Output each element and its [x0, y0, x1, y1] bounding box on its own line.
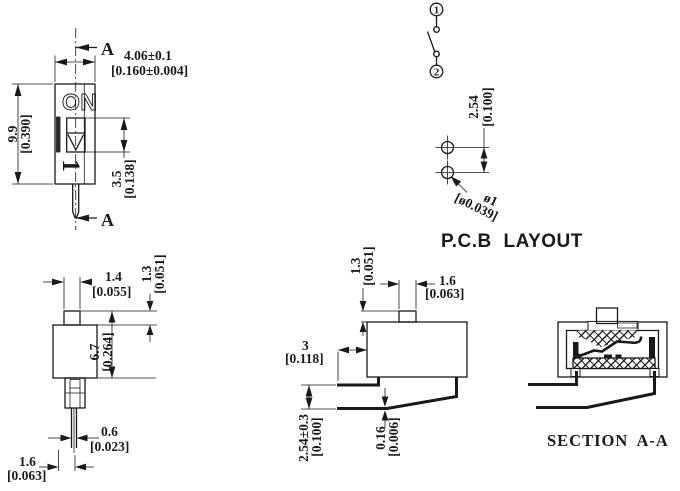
body-outline — [366, 321, 468, 378]
switch-body-outline — [54, 83, 96, 185]
section-view: SECTION A-A — [528, 307, 669, 450]
side-view: 1.4 [0.055] 1.3 [0.051] 6.7 [0.264] — [7, 254, 167, 483]
upper-lead — [337, 377, 380, 387]
side-pins — [70, 408, 78, 453]
dim-pitch-in: [0.100] — [480, 87, 495, 126]
dim-body-height-in: [0.264] — [100, 332, 115, 371]
dim-hole-callout: ø1 [ø0.039] — [450, 176, 500, 224]
dim-pin-offset: 1.6 [0.063] — [7, 450, 94, 483]
contact-spring — [577, 336, 643, 358]
terminal-2-label: 2 — [434, 67, 440, 79]
actuator — [63, 310, 81, 326]
left-lead — [528, 371, 578, 386]
dim-pin-width-in: [0.023] — [90, 439, 129, 454]
dim-actuator-width-in: [0.055] — [92, 284, 131, 299]
dim-height-mm: 9.9 — [5, 125, 20, 142]
dim-actuator-height-mm: 1.3 — [139, 265, 154, 282]
dim-lead-thickness-mm: 0.16 — [373, 426, 388, 450]
dim-lead-length-mm: 3 — [302, 338, 309, 353]
dim-travel: 3.5 [0.138] — [85, 117, 137, 199]
contact-dot-top — [433, 26, 440, 33]
base-plate-hatched — [572, 357, 656, 370]
actuator — [398, 310, 417, 323]
contact-dot-bottom — [433, 50, 440, 58]
front-view: ON 1 A A 4.06±0.1 [0.160±0 — [5, 28, 188, 230]
section-cut-top: A — [76, 39, 114, 59]
dim-actuator-height-mm: 1.3 — [348, 257, 363, 274]
dim-lead-pitch-in: [0.100] — [309, 417, 324, 456]
dim-body-height: 6.7 [0.264] — [87, 311, 116, 378]
section-cut-bottom: A — [76, 210, 114, 230]
dim-lead-pitch: 2.54±0.3 [0.100] — [296, 384, 336, 462]
dim-actuator-width-mm: 1.6 — [439, 273, 456, 288]
dim-pin-offset-in: [0.063] — [7, 468, 46, 483]
pcb-hole-bottom — [435, 160, 460, 185]
profile-view: 1.3 [0.051] 1.6 [0.063] 3 [0.118] — [285, 246, 468, 462]
section-letter-bottom: A — [101, 210, 114, 230]
pcb-layout: 1 2 2.54 [0.100] — [426, 2, 583, 252]
dim-pitch: 2.54 [0.100] — [459, 87, 495, 173]
right-lead — [536, 371, 656, 409]
dim-actuator-height-in: [0.051] — [152, 254, 167, 293]
dim-actuator-width-in: [0.063] — [425, 286, 464, 301]
position-number: 1 — [57, 159, 84, 172]
slider-hatched — [577, 330, 637, 348]
dim-actuator-width: 1.4 [0.055] — [43, 269, 131, 309]
switch-blade — [426, 31, 436, 52]
dim-lead-thickness-in: [0.006] — [386, 417, 401, 456]
terminal-right — [649, 337, 655, 358]
dim-height-in: [0.390] — [18, 114, 33, 153]
dim-height: 9.9 [0.390] — [5, 83, 53, 185]
dim-width-mm: 4.06±0.1 — [124, 48, 172, 63]
on-marking: ON — [62, 89, 98, 115]
dim-travel-in: [0.138] — [122, 159, 137, 198]
dim-actuator-width-mm: 1.4 — [105, 269, 122, 284]
dim-width-in: [0.160±0.004] — [111, 63, 188, 78]
switch-schematic-symbol: 1 2 — [426, 2, 444, 79]
dim-lead-pitch-mm: 2.54±0.3 — [296, 414, 311, 462]
dim-pin-offset-mm: 1.6 — [19, 454, 36, 469]
dim-travel-mm: 3.5 — [109, 170, 124, 187]
terminal-left — [573, 342, 579, 358]
dim-actuator-height: 1.3 [0.051] — [139, 254, 167, 342]
terminal-1-label: 1 — [434, 5, 440, 17]
dim-actuator-width: 1.6 [0.063] — [380, 273, 464, 309]
pcb-layout-title: P.C.B LAYOUT — [441, 231, 583, 252]
dim-width: 4.06±0.1 [0.160±0.004] — [54, 48, 188, 82]
pcb-hole-top — [435, 135, 460, 160]
dim-hole-mm: ø1 — [481, 190, 500, 210]
section-title: SECTION A-A — [547, 431, 669, 450]
side-rib — [56, 116, 61, 153]
section-letter-top: A — [101, 39, 114, 59]
lower-lead — [337, 377, 458, 410]
dim-pitch-mm: 2.54 — [466, 95, 481, 119]
actuator-knob — [595, 307, 619, 325]
dim-actuator-height-in: [0.051] — [361, 246, 376, 285]
dim-lead-length-in: [0.118] — [285, 351, 324, 366]
dim-pin-width-mm: 0.6 — [101, 424, 118, 439]
dim-body-height-mm: 6.7 — [87, 343, 102, 360]
dim-lead-length: 3 [0.118] — [285, 338, 367, 381]
dim-pin-width: 0.6 [0.023] — [48, 424, 129, 454]
dim-lead-thickness: 0.16 [0.006] — [373, 388, 401, 457]
dim-actuator-height: 1.3 [0.051] — [348, 246, 399, 336]
